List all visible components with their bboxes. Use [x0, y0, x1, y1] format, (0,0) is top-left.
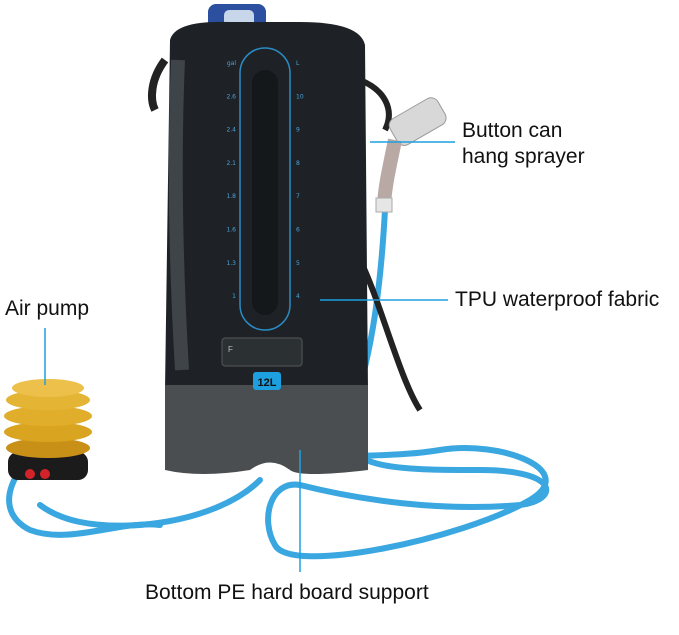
scale-gal-label: 2.6	[226, 93, 236, 100]
thermometer-strip	[221, 337, 303, 367]
scale-l-label: L	[296, 60, 300, 67]
scale-l-label: 9	[296, 127, 300, 134]
pe-base	[165, 385, 368, 474]
air-pump	[4, 379, 92, 480]
side-strap	[148, 57, 169, 112]
sprayer-head	[375, 97, 447, 213]
capacity-badge	[253, 372, 281, 390]
scale-gal-label: 1.6	[226, 227, 236, 234]
scale-l-label: 4	[296, 293, 300, 300]
callout-fabric: TPU waterproof fabric	[455, 288, 660, 311]
scale-gal-label: gal	[227, 60, 236, 67]
scale-l-label: 6	[296, 227, 300, 234]
scale-l-label: 7	[296, 193, 300, 200]
volume-scale: gal L 2.6 10 2.4 9 2.1 8 1.8 7 1.6 6 1.3 5 1 4	[226, 60, 303, 300]
scale-l-label: 5	[296, 260, 300, 267]
thermometer-unit: F	[228, 345, 233, 354]
callout-sprayer-line2: hang sprayer	[462, 145, 585, 168]
scale-gal-label: 1.8	[226, 193, 236, 200]
window-inner	[252, 70, 278, 315]
side-panel	[168, 59, 189, 371]
callout-pump: Air pump	[5, 297, 90, 320]
callout-lines	[44, 141, 455, 572]
callout-sprayer-line1: Button can	[462, 119, 563, 142]
callout-base: Bottom PE hard board support	[145, 581, 429, 604]
capacity-badge-text: 12L	[258, 377, 277, 389]
scale-l-label: 8	[296, 160, 300, 167]
scale-gal-label: 2.4	[226, 127, 236, 134]
scale-gal-label: 1.3	[226, 260, 236, 267]
scale-gal-label: 1	[232, 293, 236, 300]
scale-l-label: 10	[296, 93, 304, 100]
water-level-window	[239, 47, 291, 331]
scale-gal-label: 2.1	[226, 160, 236, 167]
callout-sprayer: Button can hang sprayer	[462, 118, 585, 170]
